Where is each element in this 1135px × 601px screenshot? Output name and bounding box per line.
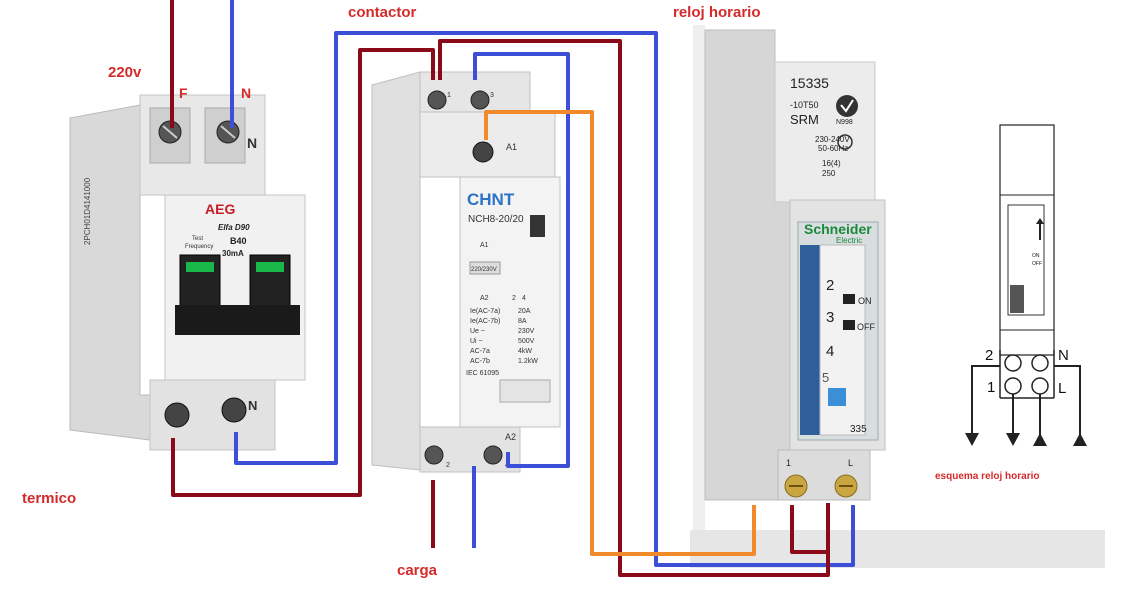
breaker-model: Elfa D90 xyxy=(218,223,250,232)
contactor-spec-label: Ie(AC-7b) xyxy=(470,318,500,325)
timer-text: 15335 -10T50 SRM N998 230-240V 50-60Hz 1… xyxy=(786,75,875,468)
timer-bottom-code: 335 xyxy=(850,424,867,435)
wire-breaker-neutral-out xyxy=(234,31,855,567)
breaker-sensitivity: 30mA xyxy=(222,249,244,258)
label-contactor: contactor xyxy=(348,4,417,21)
timer-dial-5: 5 xyxy=(822,370,829,385)
contactor-spec-label: Ie(AC-7a) xyxy=(470,308,500,315)
contactor-a1: A1 xyxy=(506,142,517,152)
contactor-spec-value: 500V xyxy=(518,338,535,345)
wire-contactor-neutral-bridge xyxy=(473,52,570,468)
label-neutro: N xyxy=(241,85,252,101)
contactor-model: NCH8-20/20 xyxy=(468,214,524,225)
contactor-spec-value: 4kW xyxy=(518,348,532,355)
contactor-a2-small: A2 xyxy=(480,295,489,302)
label-carga: carga xyxy=(397,562,438,579)
timer-term-1: 1 xyxy=(786,458,791,468)
schematic-off: OFF xyxy=(1032,261,1042,267)
timer-term-l: L xyxy=(848,458,853,468)
timer-schematic xyxy=(965,124,1087,446)
timer-device xyxy=(690,25,1105,568)
timer-on: ON xyxy=(858,296,872,306)
contactor-spec-label: AC-7a xyxy=(470,348,490,355)
contactor-t4-small: 4 xyxy=(522,295,526,302)
timer-brand2: Electric xyxy=(836,236,862,245)
timer-current: 16(4) xyxy=(822,159,841,168)
label-220v: 220v xyxy=(108,64,142,81)
contactor-brand: CHNT xyxy=(467,190,515,209)
contactor-spec-value: 1.2kW xyxy=(518,358,538,365)
label-fase: F xyxy=(179,85,188,101)
contactor-t1: 1 xyxy=(447,92,451,99)
wire-breaker-phase-out xyxy=(171,48,435,497)
contactor-spec-value: 230V xyxy=(518,328,535,335)
contactor-text: CHNT NCH8-20/20 1 3 A1 A1 220/230V A2 2 … xyxy=(446,92,538,469)
contactor-spec-label: Ui ~ xyxy=(470,338,483,345)
contactor-t2-small: 2 xyxy=(512,295,516,302)
timer-brand: Schneider xyxy=(804,221,872,237)
timer-voltage: 230-240V xyxy=(815,135,850,144)
contactor-spec-label: Ue ~ xyxy=(470,328,485,335)
contactor-specs-right: 20A 8A 230V 500V 4kW 1.2kW xyxy=(518,308,538,365)
contactor-device xyxy=(371,71,561,473)
contactor-t3: 3 xyxy=(490,92,494,99)
label-reloj-horario: reloj horario xyxy=(673,4,761,21)
timer-freq: 50-60Hz xyxy=(818,144,848,153)
schematic-terminal-n: N xyxy=(1058,347,1069,364)
contactor-a1-small: A1 xyxy=(480,242,489,249)
schematic-text: 2 N 1 L ON OFF xyxy=(985,253,1069,397)
schematic-terminal-2: 2 xyxy=(985,347,993,364)
timer-cert: N998 xyxy=(836,119,853,126)
schematic-on: ON xyxy=(1032,253,1040,259)
breaker-frequency: Frequency xyxy=(185,244,213,250)
breaker-device xyxy=(69,94,306,451)
breaker-terminal-n-bottom: N xyxy=(248,398,257,413)
label-esquema: esquema reloj horario xyxy=(935,471,1040,482)
breaker-terminal-n-top: N xyxy=(247,135,257,151)
contactor-coil: 220/230V xyxy=(471,267,497,273)
timer-sub: -10T50 xyxy=(790,100,819,110)
breaker-brand: AEG xyxy=(205,201,235,217)
timer-dial-2: 2 xyxy=(826,277,834,294)
wires xyxy=(170,0,855,577)
breaker-serial: 2PCH01D4141000 xyxy=(83,177,92,245)
schematic-terminal-1: 1 xyxy=(987,379,995,396)
contactor-spec-value: 20A xyxy=(518,308,531,315)
breaker-text: AEG Elfa D90 B40 30mA Test Frequency 2PC… xyxy=(83,135,257,413)
contactor-a2: A2 xyxy=(505,432,516,442)
timer-dial-3: 3 xyxy=(826,309,834,326)
contactor-spec-value: 8A xyxy=(518,318,527,325)
wire-phase-timer xyxy=(438,39,830,577)
contactor-t2: 2 xyxy=(446,462,450,469)
contactor-standard: IEC 61095 xyxy=(466,370,499,377)
contactor-spec-label: AC-7b xyxy=(470,358,490,365)
breaker-test: Test xyxy=(192,236,203,242)
timer-dial-4: 4 xyxy=(826,343,834,360)
timer-model: SRM xyxy=(790,112,819,127)
timer-code: 15335 xyxy=(790,75,829,91)
breaker-rating: B40 xyxy=(230,236,247,246)
label-termico: termico xyxy=(22,490,77,507)
timer-current2: 250 xyxy=(822,169,836,178)
wire-timer-loop xyxy=(790,505,828,554)
wire-control-a1 xyxy=(484,110,756,556)
schematic-terminal-l: L xyxy=(1058,380,1066,397)
timer-off: OFF xyxy=(857,322,875,332)
